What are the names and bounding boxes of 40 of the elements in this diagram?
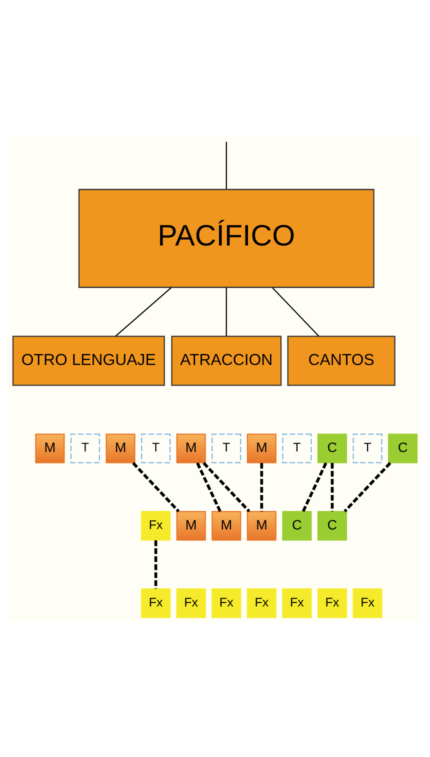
- connector: [260, 462, 264, 511]
- connector: [330, 462, 334, 511]
- connector: [115, 286, 172, 336]
- connector: [132, 462, 180, 512]
- connector: [196, 462, 222, 512]
- node-box: C: [282, 510, 312, 540]
- node-box: PACÍFICO: [78, 188, 374, 288]
- node-box: ATRACCION: [171, 335, 282, 386]
- node-box: C: [317, 510, 348, 540]
- node-box: T: [141, 433, 171, 463]
- node-box: Fx: [141, 588, 171, 618]
- node-box: M: [35, 433, 65, 463]
- node-box: C: [317, 433, 348, 463]
- node-box: OTRO LENGUAJE: [12, 335, 165, 386]
- node-box: M: [246, 433, 276, 463]
- node-box: Fx: [176, 588, 206, 618]
- node-box: Fx: [246, 588, 276, 618]
- node-box: Fx: [352, 588, 382, 618]
- node-box: T: [282, 433, 312, 463]
- node-box: M: [106, 433, 136, 463]
- connector: [226, 287, 227, 336]
- node-box: M: [176, 433, 206, 463]
- node-box: M: [212, 510, 242, 540]
- connector: [272, 286, 320, 336]
- node-box: Fx: [141, 510, 171, 540]
- node-box: C: [388, 433, 418, 463]
- connector: [344, 462, 392, 512]
- connector: [226, 141, 227, 188]
- node-box: Fx: [282, 588, 312, 618]
- node-box: T: [352, 433, 382, 463]
- node-box: T: [212, 433, 242, 463]
- connector: [154, 540, 158, 588]
- node-box: Fx: [212, 588, 242, 618]
- node-box: CANTOS: [287, 335, 396, 386]
- connector: [202, 462, 250, 512]
- node-box: M: [246, 510, 276, 540]
- connector: [302, 462, 328, 512]
- node-box: Fx: [317, 588, 348, 618]
- node-box: M: [176, 510, 206, 540]
- node-box: T: [70, 433, 100, 463]
